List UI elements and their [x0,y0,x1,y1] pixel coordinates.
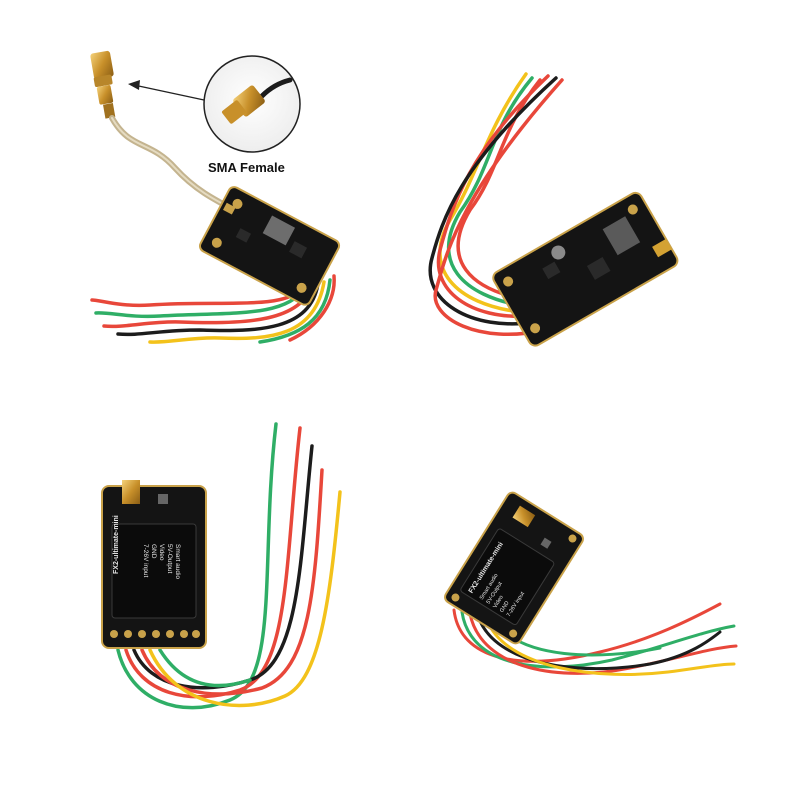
photo-bottom-right: FX2-ultimate-mini Smart audio 5V-Output … [444,491,738,676]
vtx-board: FX2-ultimate-mini Smart audio 5V-Output … [101,480,207,649]
photo-top-right [428,72,679,347]
pin-label: GND [150,544,157,559]
pin-label: 5V-Output [166,544,173,573]
pin-label: Video [158,544,165,561]
vtx-board [492,191,679,347]
pin-label: 7-26V input [142,544,149,577]
vtx-board [199,186,341,306]
pin-label: Smart audio [174,544,181,579]
sma-female-label: SMA Female [208,160,285,175]
pin-label: GND [499,600,511,614]
sma-closeup-icon [222,77,293,124]
wire-bundle [90,274,336,344]
wire-bundle [452,602,738,676]
photo-top-left [90,50,341,344]
sma-connector [90,50,116,119]
wire-bundle [428,72,564,336]
photo-bottom-left: FX2-ultimate-mini Smart audio 5V-Output … [101,422,342,710]
vtx-board: FX2-ultimate-mini Smart audio 5V-Output … [444,491,584,645]
wire-bundle [116,422,342,710]
callout-arrow [128,80,205,101]
board-model-label: FX2-ultimate-mini [113,515,120,574]
